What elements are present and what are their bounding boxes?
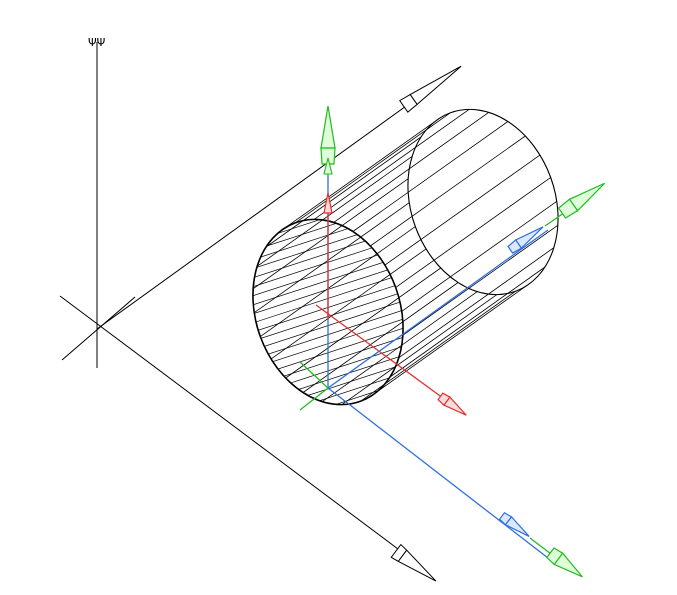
cylinder-ruling-line [278, 121, 435, 233]
cylinder-ruling-line [389, 266, 546, 378]
cylinder-ruling-line [253, 202, 410, 314]
cylinder-wireframe[interactable] [228, 88, 583, 437]
blue-arrow-right-icon[interactable] [507, 223, 546, 254]
cylinder-front-ellipse [252, 218, 404, 406]
local-axis-x [315, 304, 463, 413]
cylinder-ruling-line [341, 294, 498, 405]
local-axis-y-upper [327, 229, 549, 389]
cylinder-back-ellipse [407, 108, 559, 296]
cylinder-ruling-line [384, 154, 541, 266]
green-arrow-down-icon[interactable] [546, 547, 586, 582]
world-axes: ΨΨ [59, 36, 421, 559]
local-axes-gizmo[interactable] [299, 105, 609, 582]
cylinder-ruling-line [401, 200, 558, 312]
cylinder-ruling-line [333, 112, 489, 223]
world-arrowheads [390, 65, 462, 582]
world-arrow-up-icon [399, 65, 462, 113]
world-long-axis-up [96, 95, 421, 330]
cylinder-ruling-line [270, 248, 427, 360]
cylinder-ruling-line [322, 291, 478, 402]
cylinder-ruling-line [313, 109, 470, 220]
green-arrow-up-icon[interactable] [320, 105, 336, 165]
world-top-label: ΨΨ [88, 36, 106, 49]
cylinder-ruling-line [402, 224, 559, 336]
cylinder-ruling-line [352, 121, 509, 232]
cylinder-ruling-line [252, 178, 409, 290]
cylinder-ruling-line [398, 247, 555, 359]
cylinder-ruling-line [395, 177, 551, 288]
green-small-arrow-icon[interactable] [323, 157, 333, 175]
cylinder-ruling-line [256, 155, 413, 267]
red-arrow-icon[interactable] [437, 392, 469, 419]
world-arrow-down-icon [390, 543, 437, 582]
cylinder-ruling-line [370, 135, 526, 247]
cylinder-ruling-line [376, 281, 533, 393]
world-long-axis-down [59, 295, 411, 559]
blue-arrow-down-icon[interactable] [498, 511, 532, 540]
green-arrow-right-icon[interactable] [557, 178, 609, 219]
local-axis-short-green [299, 361, 329, 389]
cylinder-ruling-line [302, 282, 459, 393]
cylinder-ruling-line [260, 226, 416, 337]
red-arrow-up-icon[interactable] [323, 192, 333, 214]
cylinder-ruling-line [265, 136, 422, 248]
local-axis-z-left [299, 387, 329, 411]
local-axis-y [327, 387, 549, 559]
